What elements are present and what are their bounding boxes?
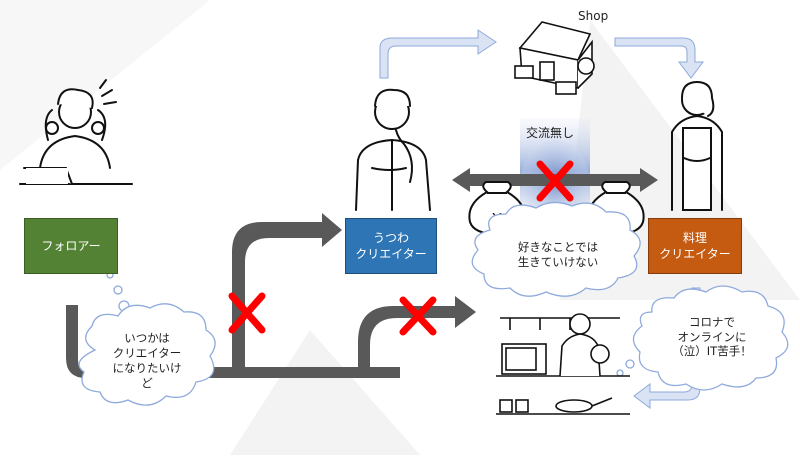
follower-box-label: フォロアー (41, 238, 101, 253)
cloud-right-line2: オンラインに (677, 329, 747, 344)
ryori-box-line2: クリエイター (659, 247, 731, 261)
utsuwa-box-line1: うつわ (372, 230, 409, 245)
kitchen-illustration (496, 313, 630, 415)
no-exchange-label: 交流無し (526, 126, 575, 140)
utsuwa-creator-box: うつわ クリエイター (345, 218, 437, 274)
shop-label: Shop (578, 9, 609, 23)
follower-person-illustration (19, 79, 133, 185)
cloud-right-text: コロナで オンラインに （泣）IT苦手！ (648, 306, 776, 368)
cloud-center-line2: 生きていけない (517, 255, 599, 269)
arrow-to-shop (379, 29, 497, 79)
ryori-creator-box: 料理 クリエイター (648, 218, 742, 274)
utsuwa-box-line2: クリエイター (355, 247, 427, 261)
cloud-follower-line1: いつかは (124, 331, 170, 346)
cloud-center (471, 201, 641, 297)
cloud-right (616, 285, 789, 391)
follower-box: フォロアー (24, 218, 118, 274)
cross-exchange (536, 160, 574, 202)
ryori-box-line1: 料理 (682, 230, 707, 245)
cloud-follower (78, 271, 216, 406)
cloud-follower-line3: になりたいけ (112, 361, 182, 375)
bg-triangle-bottom (230, 330, 420, 455)
cross-kitchen (399, 296, 437, 336)
cloud-center-line1: 好きなことでは (517, 240, 599, 255)
cloud-right-line1: コロナで (689, 314, 735, 329)
ryori-creator-illustration (671, 80, 723, 211)
flow-arrow-kitchen (358, 296, 476, 378)
cloud-follower-line2: クリエイター (112, 346, 182, 361)
utsuwa-creator-illustration (355, 88, 431, 211)
bg-triangle-left (0, 0, 210, 170)
shop-illustration (514, 21, 595, 95)
cross-utsuwa (228, 292, 266, 334)
arrow-shop-to-chef (614, 37, 704, 79)
cloud-follower-line4: ど (141, 375, 153, 390)
cloud-right-line3: （泣）IT苦手！ (672, 344, 752, 359)
cloud-center-text: 好きなことでは 生きていけない (488, 230, 628, 280)
cloud-follower-text: いつかは クリエイター になりたいけ ど (94, 326, 200, 396)
